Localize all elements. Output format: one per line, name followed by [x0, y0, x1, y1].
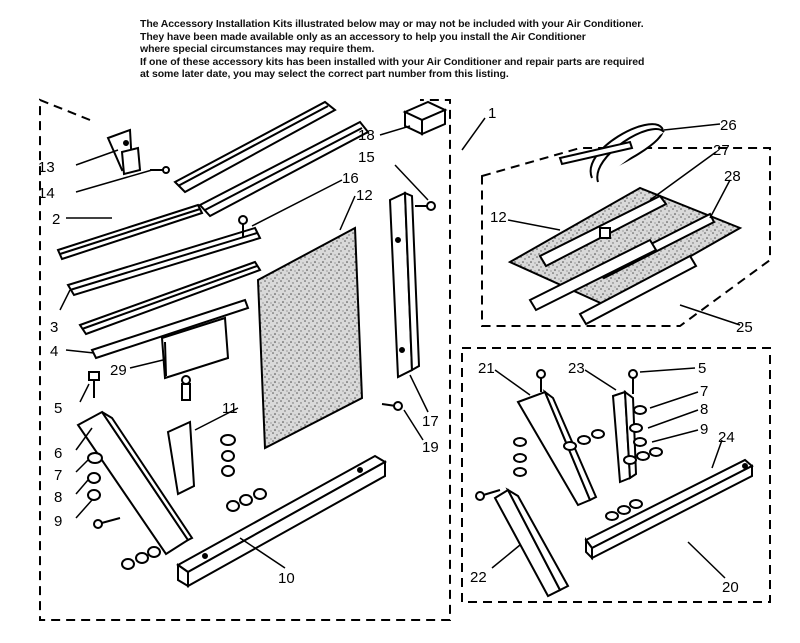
screw-part-5b [536, 369, 638, 394]
bracket-part-23 [611, 389, 638, 484]
bracket-part-11 [166, 375, 196, 496]
block-part-18 [402, 100, 448, 136]
screw-part-16 [238, 215, 248, 238]
base-panel-part-12b [507, 186, 743, 307]
callout-6: 6 [54, 445, 62, 462]
gasket-part-26 [558, 123, 665, 183]
filler-panel-part-12 [256, 226, 364, 450]
rail-part-24 [584, 458, 754, 561]
callout-27: 27 [713, 142, 730, 159]
intro-line: The Accessory Installation Kits illustra… [140, 18, 644, 30]
callout-12b: 12 [490, 209, 507, 226]
callout-20: 20 [722, 579, 739, 596]
callout-7: 7 [54, 467, 62, 484]
kit-25-outline [481, 147, 771, 327]
callout-17: 17 [422, 413, 439, 430]
callout-18: 18 [358, 127, 375, 144]
intro-line: where special circumstances may require … [140, 43, 375, 55]
callout-8b: 8 [700, 401, 708, 418]
callout-4: 4 [50, 343, 58, 360]
screw-part-5 [88, 371, 100, 398]
screw-part-19 [381, 401, 403, 411]
washer-part-7 [87, 452, 103, 464]
channel-part-27 [538, 194, 668, 268]
callout-11: 11 [222, 400, 238, 417]
nut-part-8b [633, 437, 647, 447]
callout-19: 19 [422, 439, 439, 456]
callout-28: 28 [724, 168, 741, 185]
callout-16: 16 [342, 170, 359, 187]
hardware-set [121, 434, 267, 570]
rail-part-3 [78, 260, 262, 336]
intro-line: They have been made available only as an… [140, 30, 586, 43]
channel-part-28 [528, 212, 716, 326]
hardware-set-b [513, 429, 643, 521]
intro-line: at some later date, you may select the c… [140, 68, 509, 80]
callout-24: 24 [718, 429, 735, 446]
screw-part-14 [150, 166, 170, 174]
callout-22: 22 [470, 569, 487, 586]
callout-5: 5 [54, 400, 62, 417]
foam-strip-part-29 [160, 316, 230, 380]
bolt-part-9b [623, 447, 663, 465]
callout-2: 2 [52, 211, 60, 228]
callout-8: 8 [54, 489, 62, 506]
bolt-part-9 [93, 517, 121, 529]
kit-1-outline [39, 98, 451, 621]
rail-part-4 [90, 298, 250, 360]
callout-labels: 13 14 2 3 4 29 5 11 6 7 8 9 10 18 1 15 1… [38, 105, 753, 596]
callout-15: 15 [358, 149, 375, 166]
callout-10: 10 [278, 570, 295, 587]
intro-line: If one of these accessory kits has been … [140, 55, 645, 68]
callout-23: 23 [568, 360, 585, 377]
washer-part-7b [629, 405, 647, 433]
bottom-rail-part-10 [176, 454, 387, 588]
kit-20-outline [461, 347, 771, 603]
callout-13: 13 [38, 159, 55, 176]
callout-29: 29 [110, 362, 127, 379]
rail-part-2 [56, 203, 262, 297]
callout-9b: 9 [700, 421, 708, 438]
screw-part-15 [415, 201, 436, 211]
leg-part-22 [475, 487, 570, 598]
bracket-part-21 [516, 389, 598, 507]
callout-21: 21 [478, 360, 495, 377]
callout-14: 14 [38, 185, 55, 202]
callout-12: 12 [356, 187, 373, 204]
callout-7b: 7 [700, 383, 708, 400]
top-rail [173, 100, 370, 218]
intro-text: The Accessory Installation Kits illustra… [140, 18, 780, 81]
callout-9: 9 [54, 513, 62, 530]
callout-26: 26 [720, 117, 737, 134]
bracket-part-13 [106, 128, 142, 176]
callout-25: 25 [736, 319, 753, 336]
callout-5b: 5 [698, 360, 706, 377]
nut-part-8 [87, 472, 101, 501]
leader-lines [59, 117, 741, 579]
callout-3: 3 [50, 319, 58, 336]
callout-1: 1 [488, 105, 496, 122]
support-leg-part-6 [76, 410, 194, 556]
side-channel-part-17 [388, 191, 421, 379]
